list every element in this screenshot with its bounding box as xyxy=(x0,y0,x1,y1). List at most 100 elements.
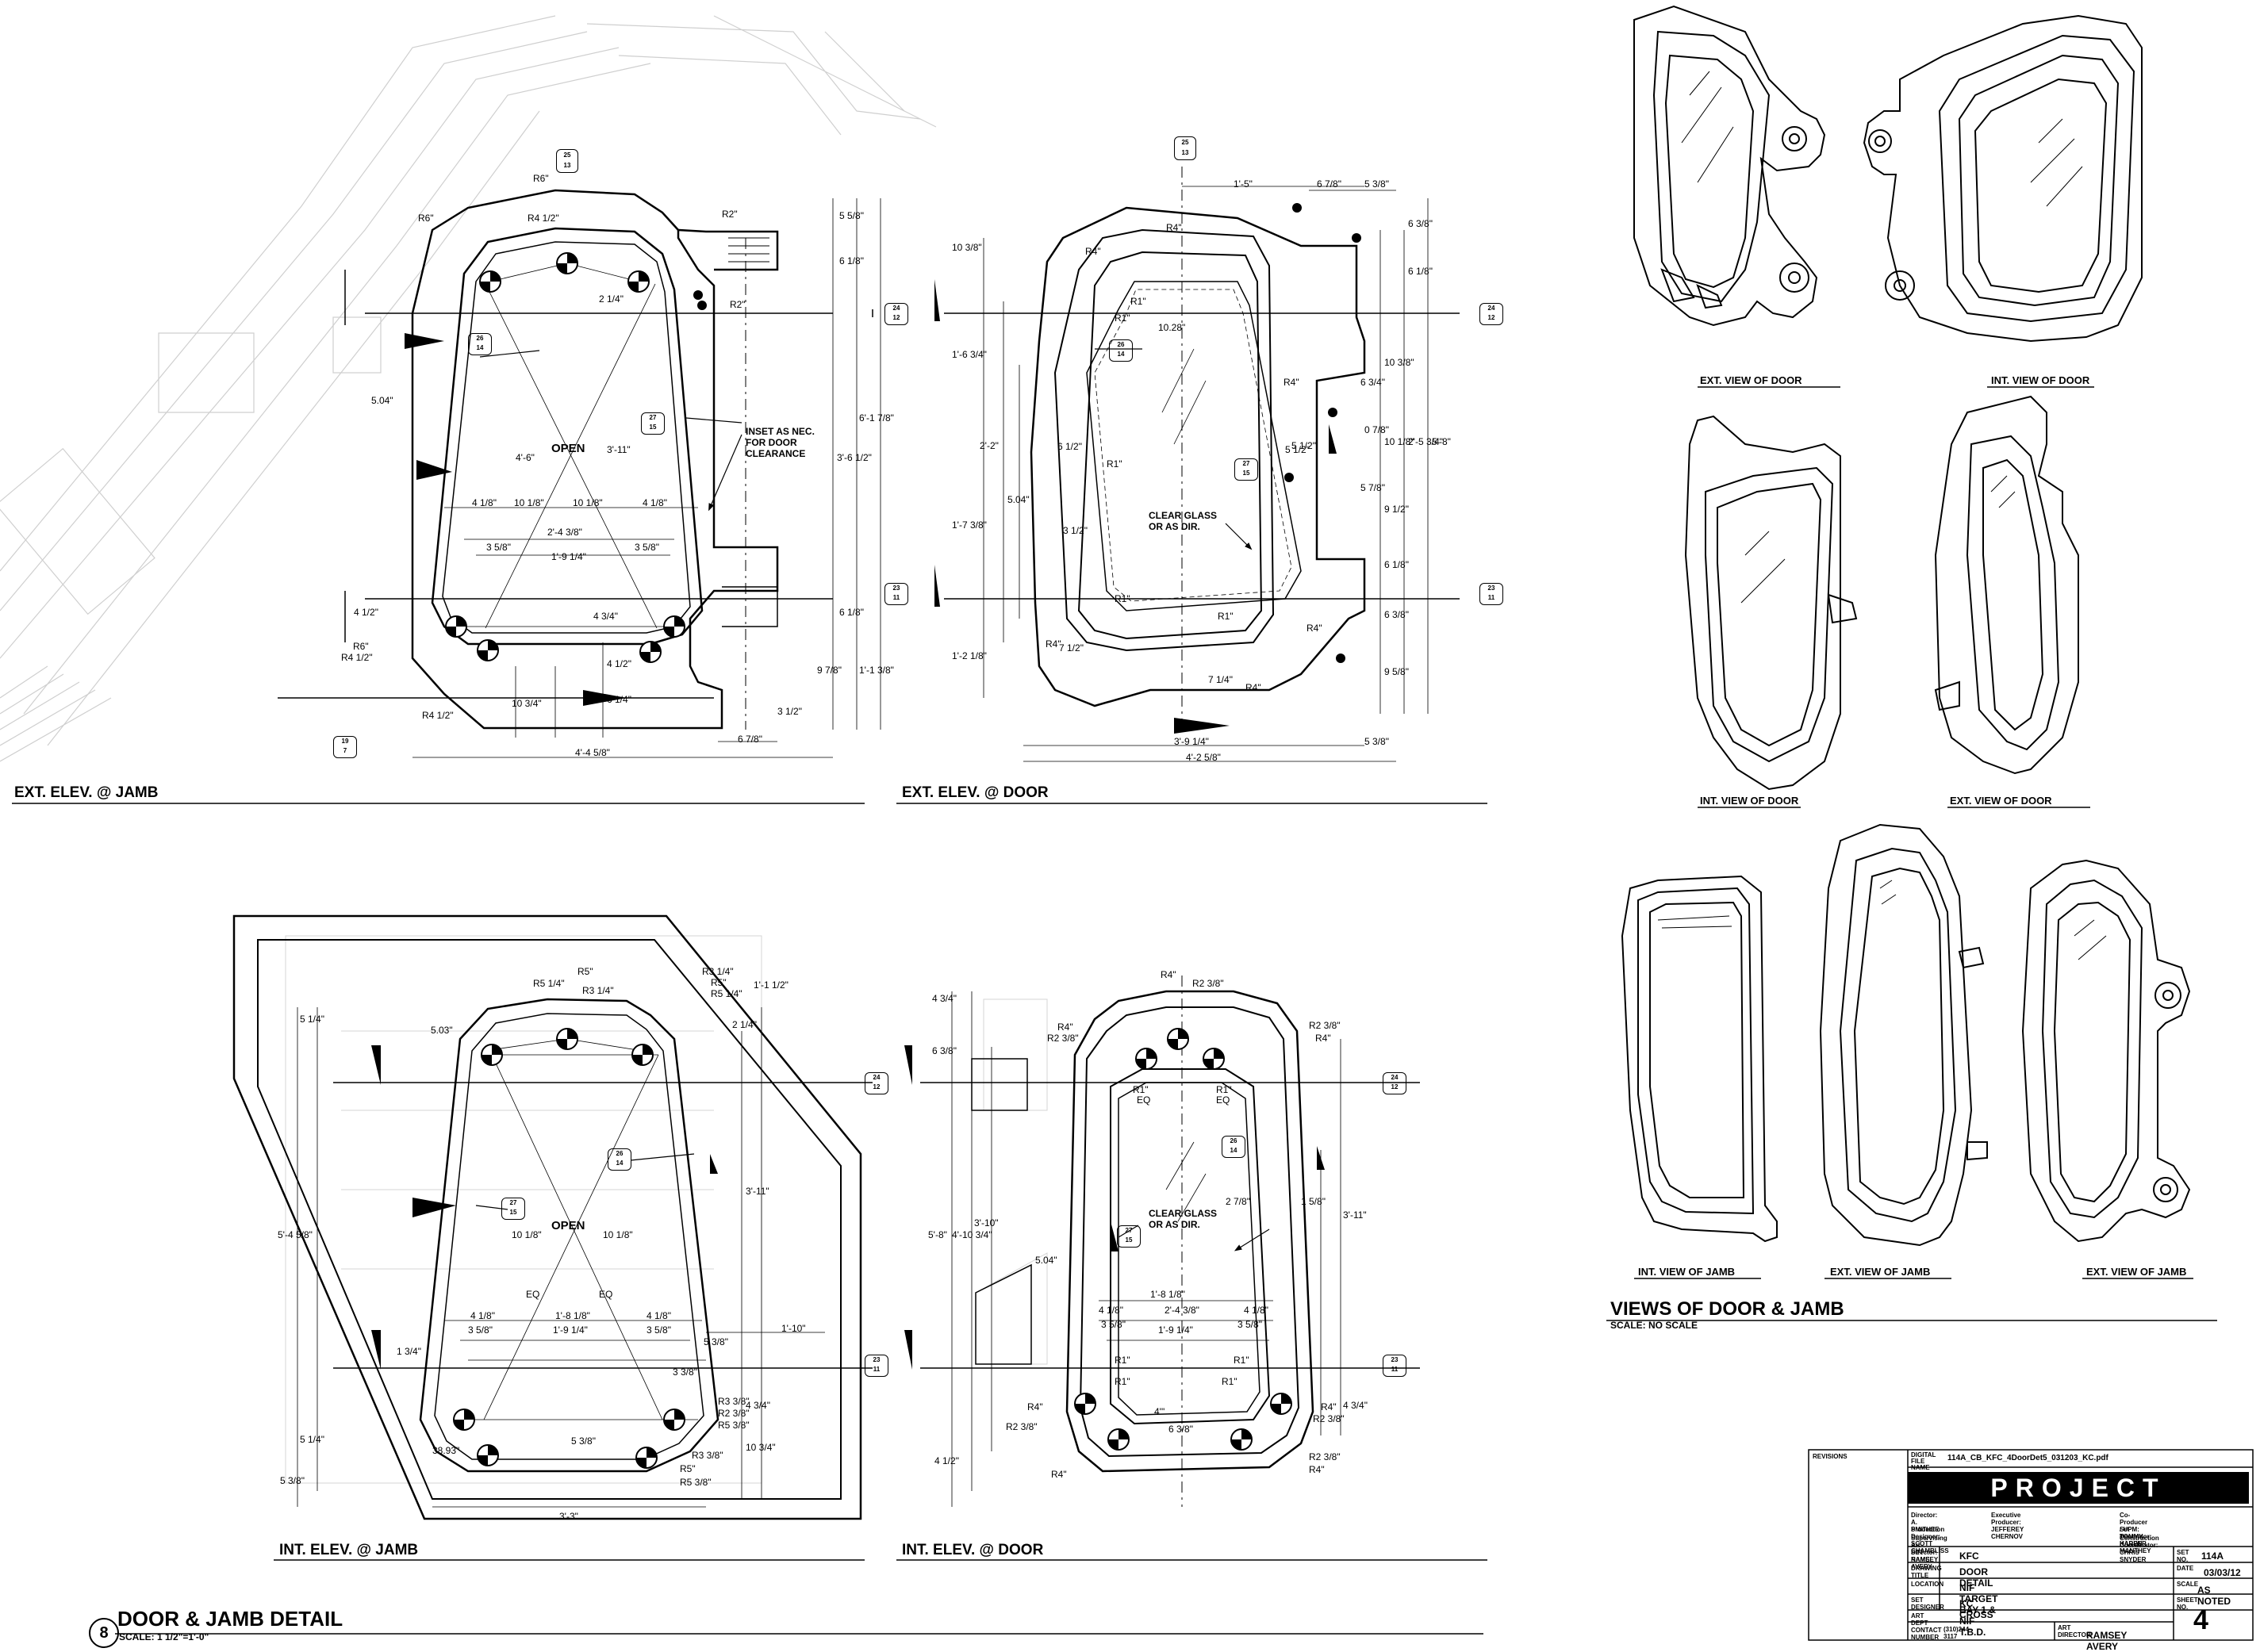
dim-label: 3'-6 1/2" xyxy=(837,452,872,463)
dim-label: 3 5/8" xyxy=(635,542,659,553)
dim-label: 4 1/8" xyxy=(470,1310,495,1321)
note-inset: INSET AS NEC. xyxy=(746,426,815,437)
dim-label: 0 7/8" xyxy=(1364,424,1389,435)
dim-label: 4 1/2" xyxy=(934,1455,959,1466)
tb-set-no: 114A xyxy=(2201,1550,2224,1562)
dim-label: 3'-11" xyxy=(607,444,631,455)
iso-int-view-door-2 xyxy=(1684,415,1858,791)
dim-label: 4 1/8" xyxy=(472,497,497,508)
dim-label: 4'-2 5/8" xyxy=(1186,752,1221,763)
dim-label: R1" xyxy=(1107,458,1122,470)
dim-label: 3'-9 1/4" xyxy=(1174,736,1209,747)
dim-label: 7 1/2" xyxy=(1059,642,1084,654)
dim-label: R1" xyxy=(1218,611,1234,622)
dim-label: R4 1/2" xyxy=(422,710,454,721)
dim-label: R4" xyxy=(1283,377,1299,388)
bolt-marker xyxy=(481,1044,503,1066)
dim-label: 3 1/2" xyxy=(777,706,802,717)
dim-label: R6" xyxy=(418,213,434,224)
views-group-title: VIEWS OF DOOR & JAMB xyxy=(1610,1298,1844,1320)
tb-set-designer-label: SET DESIGNER xyxy=(1911,1596,1944,1611)
dim-label: R1" xyxy=(1222,1376,1237,1387)
dim-label: 10 1/8" xyxy=(603,1229,633,1240)
dim-label: 4'-6" xyxy=(516,452,535,463)
dim-label: 10 3/4" xyxy=(512,698,542,709)
view-title-ext-door: EXT. ELEV. @ DOOR xyxy=(902,784,1049,801)
dim-label: 6 1/8" xyxy=(839,255,864,266)
dim-label: 6 1/8" xyxy=(1384,559,1409,570)
tb-drawing-title-label: DRAWING TITLE xyxy=(1911,1565,1942,1579)
dim-label: 1'-6 3/4" xyxy=(952,349,987,360)
dim-label: R4" xyxy=(1161,969,1176,980)
dim-label: 5 3/8" xyxy=(1364,736,1389,747)
tb-set-designer: KC CROSS xyxy=(1959,1598,1993,1620)
tb-digital-file: 114A_CB_KFC_4DoorDet5_031203_KC.pdf xyxy=(1947,1454,2108,1462)
dim-label: 2'-2" xyxy=(980,440,999,451)
dim-label: 5'-4 5/8" xyxy=(278,1229,313,1240)
iso-ext-view-jamb-1 xyxy=(1819,823,1973,1247)
dim-label: R5" xyxy=(680,1463,696,1474)
dim-label: 4'" xyxy=(1154,1406,1165,1417)
dim-label: R3 3/8" xyxy=(692,1450,723,1461)
tb-art-director: RAMSEY AVERY xyxy=(2086,1630,2128,1652)
tb-sheet-no-label: SHEET NO. xyxy=(2177,1596,2198,1611)
note-open-ext: OPEN xyxy=(551,442,585,455)
dim-label: 3 5/8" xyxy=(486,542,511,553)
sheet-title: DOOR & JAMB DETAIL xyxy=(117,1607,343,1631)
tb-co-producer: Co-Producer / UPM: TOMMY HARPER xyxy=(2120,1512,2148,1547)
dim-label: R1" xyxy=(1234,1355,1249,1366)
dim-label: 5.04" xyxy=(371,395,393,406)
dim-label: R1" xyxy=(1115,593,1130,604)
dim-label: R4" xyxy=(1085,246,1101,257)
bolt-marker xyxy=(477,639,499,661)
dim-label: 1'-9 1/4" xyxy=(553,1324,588,1336)
dim-label: R2 3/8" xyxy=(718,1408,750,1419)
note-inset-2: FOR DOOR xyxy=(746,437,797,448)
dim-label: R4 1/2" xyxy=(528,213,559,224)
dim-label: 4 3/4" xyxy=(1343,1400,1368,1411)
dim-label: 1 5/8" xyxy=(1301,1196,1326,1207)
fastener-dot xyxy=(693,290,703,300)
note-open-int: OPEN xyxy=(551,1219,585,1232)
dim-label: 5 3/8" xyxy=(280,1475,305,1486)
bolt-marker xyxy=(635,1447,658,1469)
dim-label: 2'-4 3/8" xyxy=(547,527,582,538)
tb-set-no-label: SET NO. xyxy=(2177,1549,2189,1563)
iso-ext-view-door-2 xyxy=(1934,395,2079,775)
bolt-marker xyxy=(479,270,501,293)
dim-label: R5 3/8" xyxy=(718,1420,750,1431)
tb-exec-producer: Executive Producer: JEFFEREY CHERNOV xyxy=(1991,1512,2024,1540)
dim-label: 4 3/4" xyxy=(746,1400,770,1411)
bolt-marker xyxy=(453,1409,475,1431)
tb-contact: (310)244-3117 xyxy=(1943,1626,1971,1640)
bolt-marker xyxy=(1074,1393,1096,1415)
dim-label: R4" xyxy=(1309,1464,1325,1475)
dim-label: R2 3/8" xyxy=(1313,1413,1345,1424)
sheet-scale: SCALE: 1 1/2"=1'-0" xyxy=(119,1631,209,1642)
dim-label: 2 1/4" xyxy=(732,1019,757,1030)
tb-set-name: KFC xyxy=(1959,1550,1979,1562)
dim-label: 4 1/2" xyxy=(354,607,378,618)
label-int-view-door-2: INT. VIEW OF DOOR xyxy=(1700,795,1799,807)
note-glass-ext-b: OR AS DIR. xyxy=(1149,521,1200,532)
view-title-lines xyxy=(12,386,2217,1635)
fastener-dot xyxy=(697,301,707,310)
dim-label: 6 3/8" xyxy=(1168,1424,1193,1435)
dim-label: R5 3/8" xyxy=(680,1477,712,1488)
logo-band xyxy=(1908,1472,2249,1504)
dim-label: 4 1/8" xyxy=(647,1310,671,1321)
tb-set-name-label: SET NAME xyxy=(1911,1549,1930,1563)
dim-label: 5 3/8" xyxy=(704,1336,728,1347)
dim-label: 3'-10" xyxy=(974,1217,999,1228)
iso-ext-view-door-1 xyxy=(1633,5,1826,327)
dim-label: 2 1/4" xyxy=(599,293,624,305)
dim-label: R4" xyxy=(1051,1469,1067,1480)
dim-label: 6 3/8" xyxy=(1408,218,1433,229)
